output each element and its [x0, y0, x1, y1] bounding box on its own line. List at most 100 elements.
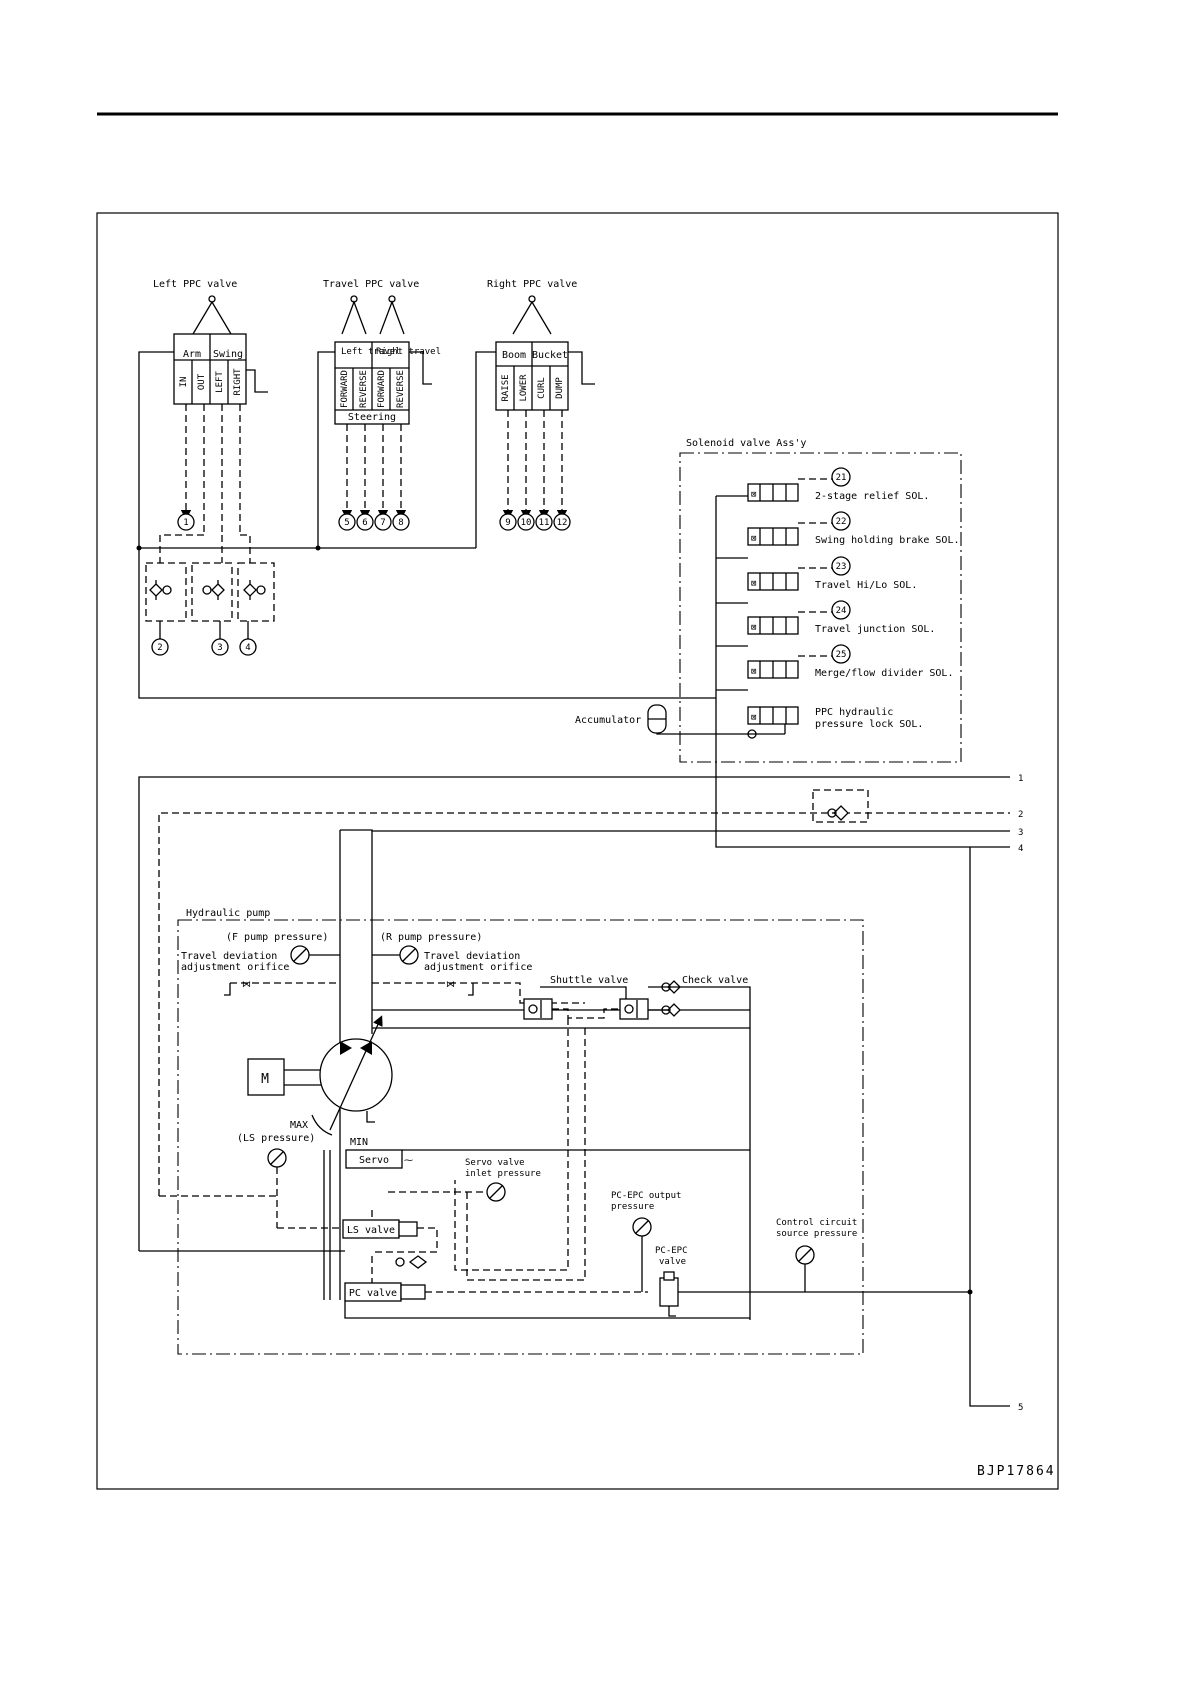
port-marker: 9	[505, 518, 510, 528]
ls-pressure-label: (LS pressure)	[237, 1133, 315, 1144]
sol-label-lock-2: pressure lock SOL.	[815, 719, 923, 730]
solenoid-22: ⊠ 22 Swing holding brake SOL.	[716, 511, 960, 559]
pos-forward-right: FORWARD	[377, 370, 387, 408]
line-number: 5	[1018, 1403, 1023, 1413]
line-number: 1	[1018, 774, 1023, 784]
svg-text:⊠: ⊠	[751, 534, 756, 544]
orifice-label-right-1: Travel deviation	[424, 951, 520, 962]
servo: Servo ⁓	[345, 1149, 750, 1169]
port-marker: 5	[344, 518, 349, 528]
line-number: 2	[1018, 810, 1023, 820]
right-ppc-title: Right PPC valve	[487, 279, 577, 290]
port-marker: 6	[362, 518, 367, 528]
hydraulic-pump-group: Hydraulic pump	[177, 908, 864, 1355]
svg-text:⊠: ⊠	[751, 490, 756, 500]
right-ppc-valve: Right PPC valve Boom Bucket RAISE LOWER …	[475, 279, 595, 548]
sol-label: Merge/flow divider SOL.	[815, 668, 953, 679]
svg-text:⁓: ⁓	[404, 1156, 413, 1166]
orifice-label-right-2: adjustment orifice	[424, 962, 532, 973]
check-label: Check valve	[682, 975, 748, 986]
pos-right: RIGHT	[233, 368, 243, 396]
svg-text:⋈: ⋈	[242, 980, 251, 990]
servo-inlet-label-1: Servo valve	[465, 1158, 525, 1168]
pc-epc-valve: PC-EPC valve	[655, 1246, 750, 1317]
port-marker: 2	[157, 643, 162, 653]
left-ppc-title: Left PPC valve	[153, 279, 237, 290]
pc-epc-output-label-1: PC-EPC output	[611, 1191, 681, 1201]
solenoid-23: ⊠ 23 Travel Hi/Lo SOL.	[716, 556, 917, 604]
pos-lower: LOWER	[519, 374, 529, 402]
port-marker: 12	[557, 518, 568, 528]
pos-forward-left: FORWARD	[340, 370, 350, 408]
solenoid-valve-assy: Solenoid valve Ass'y	[679, 438, 962, 763]
sol-label: Swing holding brake SOL.	[815, 535, 960, 546]
solenoid-assy-title: Solenoid valve Ass'y	[686, 438, 806, 449]
f-pressure-label: (F pump pressure)	[226, 932, 328, 943]
sol-num: 21	[836, 473, 847, 483]
pc-epc-output-gauge: PC-EPC output pressure	[611, 1191, 681, 1292]
pos-out: OUT	[197, 373, 207, 390]
ls-valve: LS valve	[277, 1210, 438, 1253]
motor-label: M	[261, 1072, 271, 1087]
orifice-label-left-2: adjustment orifice	[181, 962, 289, 973]
r-pump-pressure-gauge: (R pump pressure)	[372, 932, 482, 965]
ls-pressure-gauge: (LS pressure)	[237, 1133, 315, 1228]
servo-inlet-gauge: Servo valve inlet pressure	[388, 1158, 541, 1202]
pos-raise: RAISE	[501, 374, 511, 401]
control-source-label-1: Control circuit	[776, 1218, 857, 1228]
sol-label-lock-1: PPC hydraulic	[815, 707, 893, 718]
r-pressure-label: (R pump pressure)	[380, 932, 482, 943]
line-number: 4	[1018, 844, 1023, 854]
pos-dump: DUMP	[555, 377, 565, 399]
travel-ppc-valve: Travel PPC valve Left travel Right trave…	[317, 279, 441, 548]
svg-text:⊠: ⊠	[751, 667, 756, 677]
pos-in: IN	[179, 377, 189, 388]
svg-text:⊠: ⊠	[751, 623, 756, 633]
check-valve: Check valve	[648, 975, 751, 1017]
svg-text:⋈: ⋈	[446, 980, 455, 990]
port-marker: 8	[398, 518, 403, 528]
port-left-travel: Left travel	[341, 347, 401, 357]
ls-valve-label: LS valve	[347, 1225, 395, 1236]
control-circuit-gauge: Control circuit source pressure	[750, 1218, 973, 1295]
servo-inlet-label-2: inlet pressure	[465, 1169, 541, 1179]
solenoid-25: ⊠ 25 Merge/flow divider SOL.	[716, 644, 953, 691]
diagram-frame	[96, 212, 1059, 1490]
sol-num: 23	[836, 562, 847, 572]
pc-epc-valve-label-2: valve	[659, 1257, 686, 1267]
shuttle-valve: Shuttle valve	[523, 975, 649, 1020]
sol-num: 24	[836, 606, 847, 616]
shuttle-label: Shuttle valve	[550, 975, 628, 986]
pc-epc-output-label-2: pressure	[611, 1202, 654, 1212]
svg-text:⊠: ⊠	[751, 579, 756, 589]
sol-label: 2-stage relief SOL.	[815, 491, 929, 502]
pos-curl: CURL	[537, 377, 547, 399]
orifice-label-left-1: Travel deviation	[181, 951, 277, 962]
solenoid-24: ⊠ 24 Travel junction SOL.	[716, 600, 935, 647]
travel-ppc-title: Travel PPC valve	[323, 279, 419, 290]
motor: M	[247, 1058, 322, 1096]
svg-text:⊠: ⊠	[751, 713, 756, 723]
pos-left: LEFT	[215, 371, 225, 393]
sol-num: 25	[836, 650, 847, 660]
sol-num: 22	[836, 517, 847, 527]
ppc-signal-lines	[159, 404, 568, 563]
min-label: MIN	[350, 1137, 368, 1148]
max-label: MAX	[290, 1120, 308, 1131]
diagram-code: BJP17864	[977, 1464, 1056, 1479]
left-ppc-valve: Left PPC valve Arm Swing IN OUT LEFT RIG…	[138, 279, 268, 548]
line-number: 3	[1018, 828, 1023, 838]
port-marker: 4	[245, 643, 250, 653]
solenoid-21: ⊠ 21 2-stage relief SOL.	[716, 467, 929, 502]
pump-title: Hydraulic pump	[186, 908, 270, 919]
pc-epc-valve-label-1: PC-EPC	[655, 1246, 688, 1256]
pos-reverse-right: REVERSE	[396, 370, 406, 408]
port-boom: Boom	[502, 350, 526, 361]
port-marker: 10	[521, 518, 532, 528]
port-arm: Arm	[183, 349, 201, 360]
port-marker: 11	[539, 518, 550, 528]
solenoid-ppc-lock: ⊠ PPC hydraulic pressure lock SOL.	[716, 706, 923, 739]
servo-label: Servo	[359, 1155, 389, 1166]
